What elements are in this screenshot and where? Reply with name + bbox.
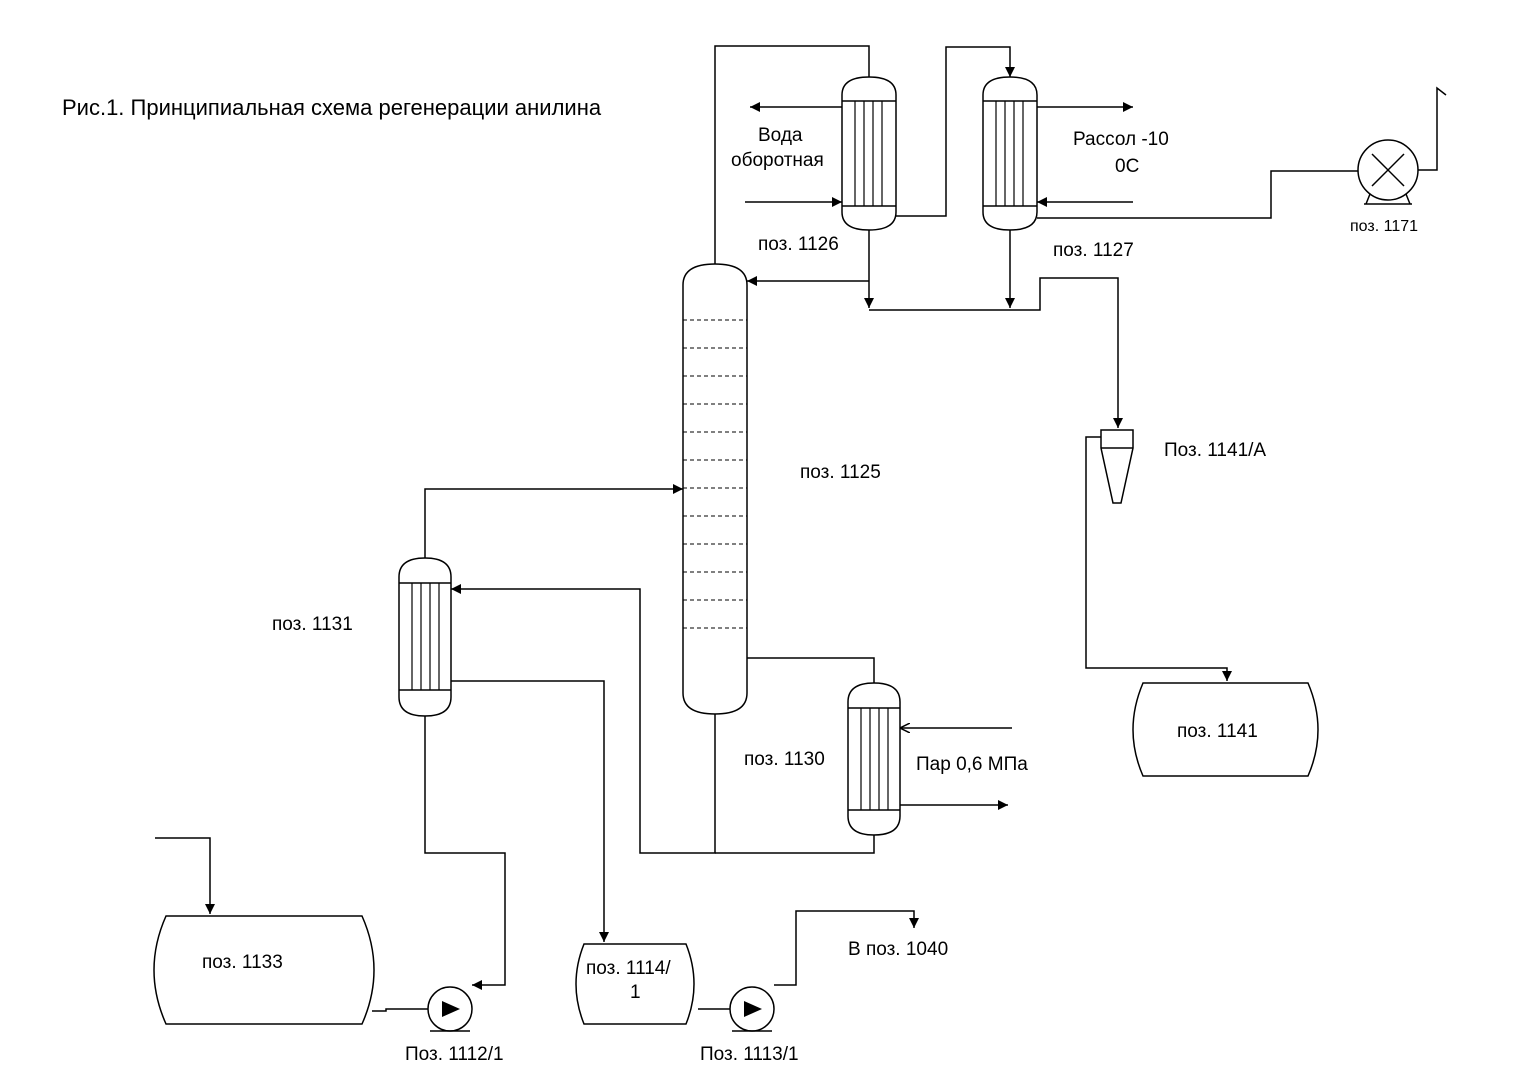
label-pos-1130: поз. 1130 bbox=[744, 749, 825, 770]
tank-1141 bbox=[1132, 682, 1319, 777]
label-pos-1171: поз. 1171 bbox=[1350, 218, 1418, 235]
label-brine-line2: 0С bbox=[1115, 156, 1139, 177]
pump-1113-1 bbox=[729, 986, 775, 1032]
label-pos-1133: поз. 1133 bbox=[202, 952, 283, 973]
label-pos-1141a: Поз. 1141/А bbox=[1164, 440, 1266, 461]
piping bbox=[155, 45, 1447, 1012]
label-brine-line1: Рассол -10 bbox=[1073, 129, 1169, 150]
label-to-1040: В поз. 1040 bbox=[848, 939, 948, 960]
label-water-line1: Вода bbox=[758, 125, 803, 146]
label-pos-1113: Поз. 1113/1 bbox=[700, 1044, 799, 1065]
label-pos-1131: поз. 1131 bbox=[272, 614, 353, 635]
condenser-1127 bbox=[982, 76, 1038, 231]
label-pos-1126: поз. 1126 bbox=[758, 234, 839, 255]
heat-exchanger-1131 bbox=[398, 557, 452, 717]
tank-1133 bbox=[153, 915, 375, 1025]
label-pos-1114-line1: поз. 1114/ bbox=[586, 958, 671, 979]
cyclone-1141a bbox=[1100, 429, 1134, 504]
label-pos-1141: поз. 1141 bbox=[1177, 721, 1258, 742]
label-pos-1127: поз. 1127 bbox=[1053, 240, 1134, 261]
label-pos-1112: Поз. 1112/1 bbox=[405, 1044, 504, 1065]
reboiler-1130 bbox=[847, 682, 901, 836]
label-pos-1114-line2: 1 bbox=[630, 982, 641, 1003]
distillation-column-1125 bbox=[682, 263, 748, 715]
condenser-1126 bbox=[841, 76, 897, 231]
tank-1114-1 bbox=[575, 943, 695, 1025]
label-pos-1125: поз. 1125 bbox=[800, 462, 881, 483]
label-steam: Пар 0,6 МПа bbox=[916, 754, 1028, 775]
vacuum-pump-1171 bbox=[1357, 139, 1419, 205]
label-water-line2: оборотная bbox=[731, 150, 824, 171]
pump-1112-1 bbox=[427, 986, 473, 1032]
diagram-title: Рис.1. Принципиальная схема регенерации … bbox=[62, 95, 602, 120]
